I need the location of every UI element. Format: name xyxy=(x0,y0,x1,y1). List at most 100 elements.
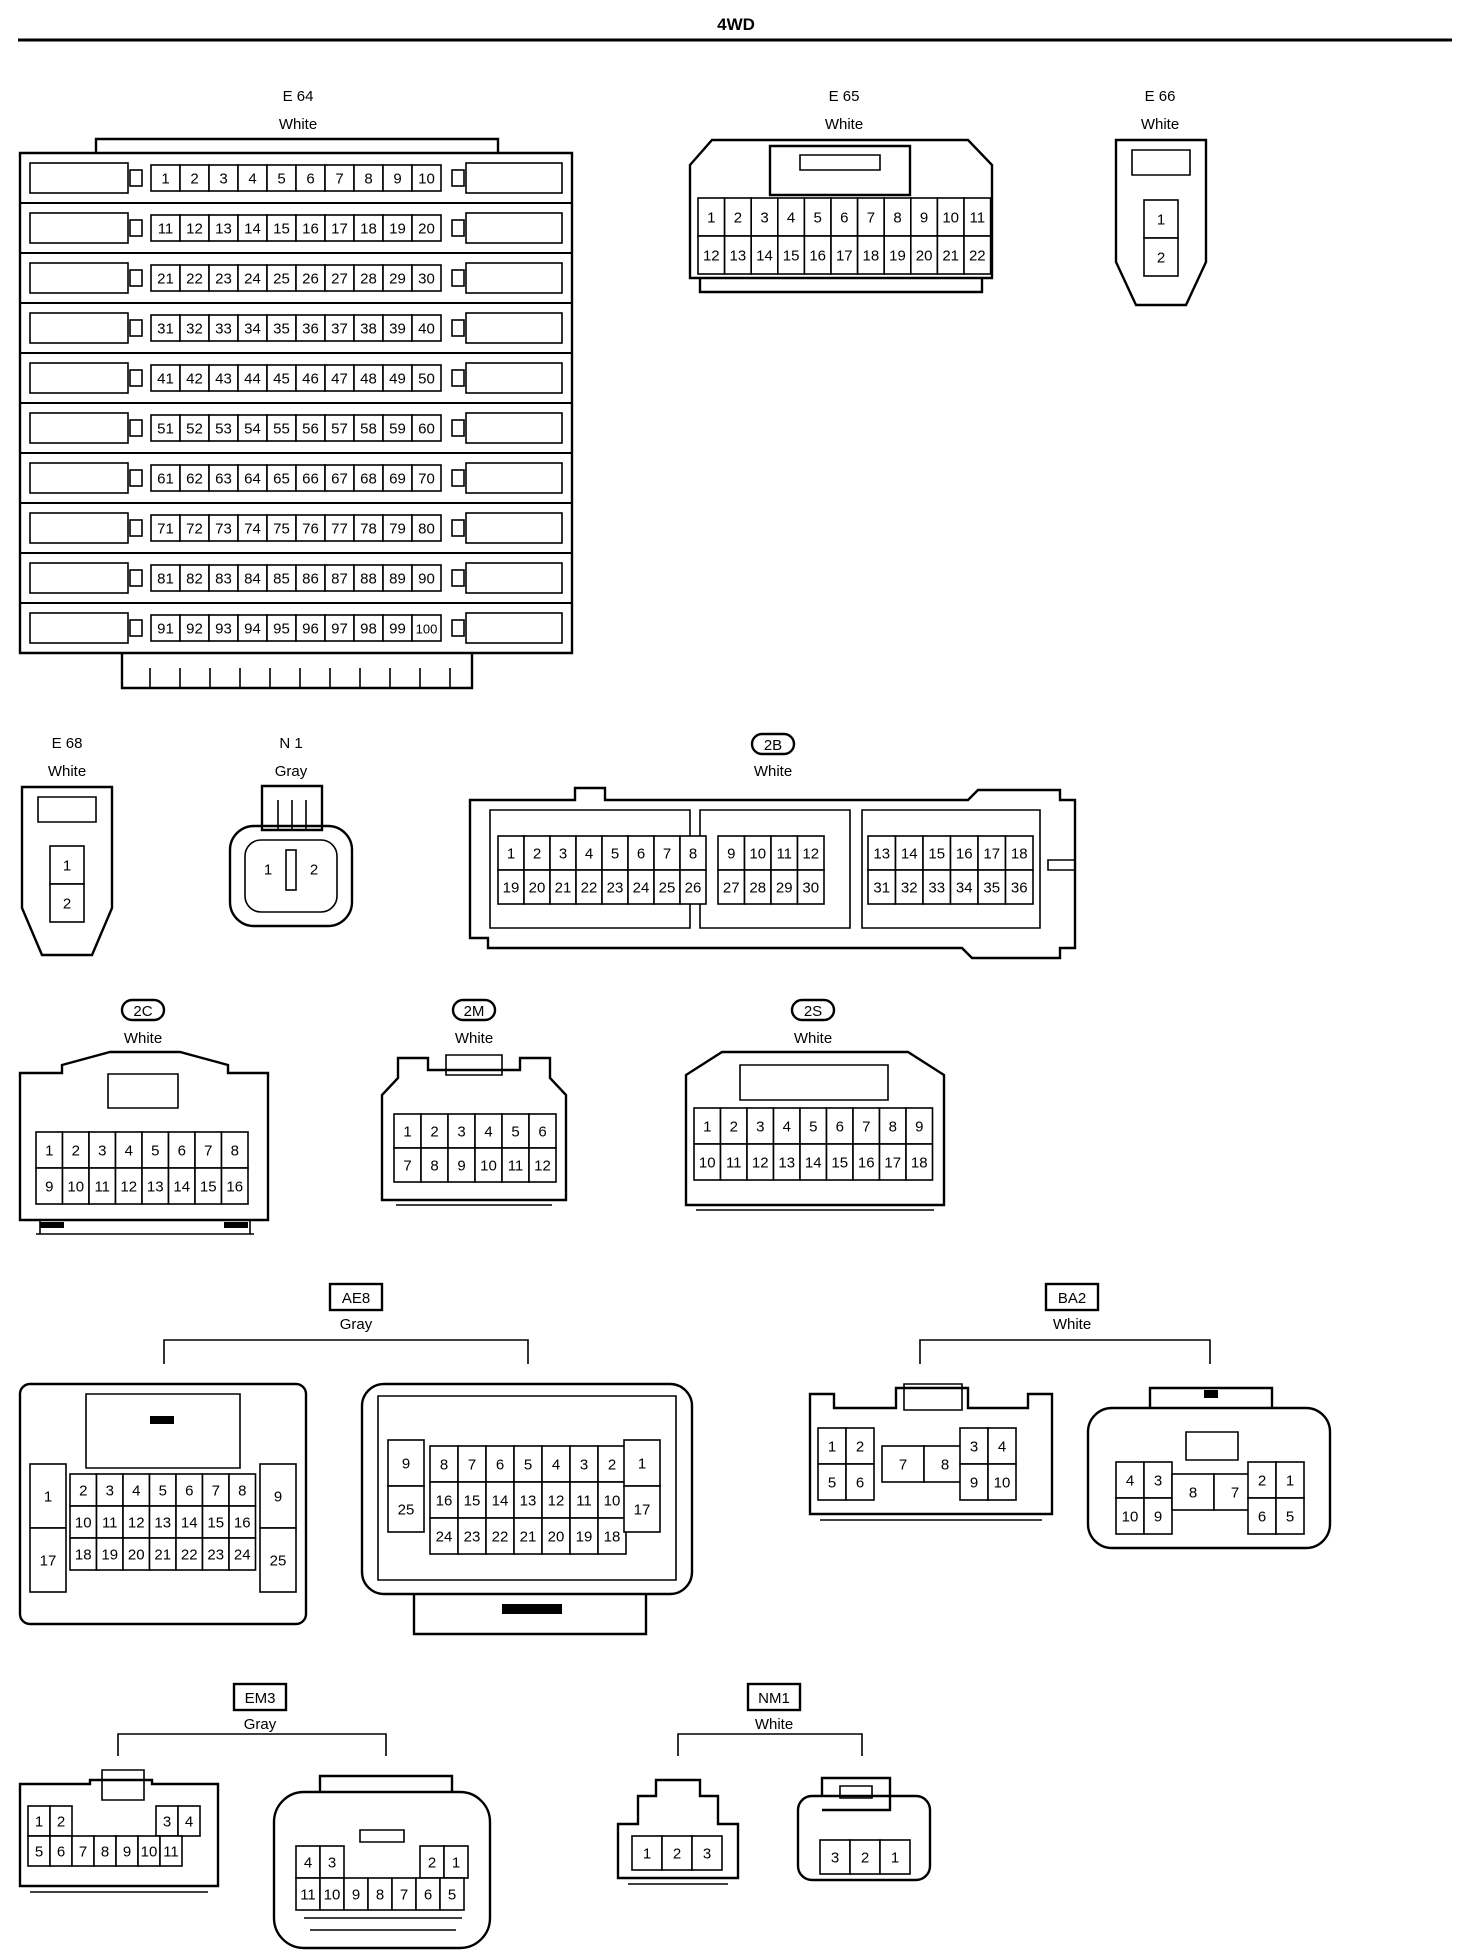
ae8r-pin-11: 11 xyxy=(576,1493,592,1510)
c2b-pin-3: 3 xyxy=(559,846,567,863)
ae8l-pin-1: 1 xyxy=(44,1489,52,1506)
ae8r-pin-2: 2 xyxy=(608,1457,616,1474)
ae8r-cavity xyxy=(485,1517,515,1555)
ba2l-pin-3: 3 xyxy=(970,1439,978,1456)
e64-cavity xyxy=(411,314,442,342)
nm1r-pin-1: 1 xyxy=(891,1850,899,1867)
n1-pin-1: 1 xyxy=(264,862,272,879)
2s-code-oval xyxy=(790,998,836,1022)
ba2r-cavity xyxy=(1171,1473,1215,1511)
e64-row-lock-r xyxy=(451,519,465,537)
e64-row-lock-l xyxy=(129,569,143,587)
e66-color: White xyxy=(1141,116,1179,133)
e64-cavity xyxy=(324,564,355,592)
ae8l-cavity xyxy=(29,1527,67,1593)
c2s-pin-14: 14 xyxy=(805,1155,822,1172)
nm1r-cavity xyxy=(849,1839,881,1875)
ae8l-pin-10: 10 xyxy=(75,1515,92,1532)
em3l-pin-11: 11 xyxy=(163,1844,179,1861)
c2b-cavity xyxy=(523,835,551,871)
e68-color: White xyxy=(48,763,86,780)
c2b-pin-28: 28 xyxy=(749,880,766,897)
c2s-pin-16: 16 xyxy=(858,1155,875,1172)
ae8r-pin-13: 13 xyxy=(520,1493,537,1510)
c2m-cavity xyxy=(528,1147,557,1183)
e64-cavity xyxy=(266,164,297,192)
ae8r-pin-17: 17 xyxy=(634,1502,651,1519)
em3r-cavity xyxy=(439,1877,465,1911)
2m-code: 2M xyxy=(464,1003,485,1020)
e64-pin-51: 51 xyxy=(157,421,174,438)
em3r-pin-4: 4 xyxy=(304,1855,312,1872)
e64-pin-41: 41 xyxy=(157,371,174,388)
e64-pin-20: 20 xyxy=(418,221,435,238)
ba2r-pin-9: 9 xyxy=(1154,1509,1162,1526)
e65-pin-11: 11 xyxy=(970,210,986,227)
ae8l-cavity xyxy=(228,1473,257,1507)
e64-row-lock-r xyxy=(451,619,465,637)
c2b-pin-20: 20 xyxy=(529,880,546,897)
e64-pin-22: 22 xyxy=(186,271,203,288)
e65-cavity xyxy=(723,235,752,275)
em3-left-housing xyxy=(18,1778,220,1888)
e64-pin-84: 84 xyxy=(244,571,261,588)
e65-pin-10: 10 xyxy=(942,210,959,227)
2c-code-oval xyxy=(120,998,166,1022)
e64-cavity xyxy=(179,514,210,542)
c2m-pin-9: 9 xyxy=(457,1158,465,1175)
e64-cavity xyxy=(411,414,442,442)
e64-top-rib xyxy=(94,137,500,153)
ae8r-pin-20: 20 xyxy=(548,1529,565,1546)
e64-pin-35: 35 xyxy=(273,321,290,338)
c2b-cavity xyxy=(922,835,952,871)
c2b-pin-23: 23 xyxy=(607,880,624,897)
e65-pin-17: 17 xyxy=(836,248,853,265)
e68-pin-2: 2 xyxy=(63,896,71,913)
c2m-pin-4: 4 xyxy=(484,1124,492,1141)
c2b-pin-12: 12 xyxy=(802,846,819,863)
e64-pin-31: 31 xyxy=(157,321,174,338)
em3r-cavity xyxy=(343,1877,369,1911)
e64-cavity xyxy=(411,164,442,192)
e65-cavity xyxy=(803,235,832,275)
c2b-pin-4: 4 xyxy=(585,846,593,863)
e68-cavity xyxy=(49,883,85,923)
e64-cavity xyxy=(150,314,181,342)
c2c-pin-11: 11 xyxy=(94,1179,110,1196)
e64-pin-30: 30 xyxy=(418,271,435,288)
e64-pin-86: 86 xyxy=(302,571,319,588)
c2s-cavity xyxy=(799,1143,828,1181)
ae8r-cavity xyxy=(485,1481,515,1519)
2m-latch xyxy=(445,1054,503,1076)
c2b-pin-27: 27 xyxy=(723,880,740,897)
2s-code: 2S xyxy=(804,1003,822,1020)
ae8l-pin-25: 25 xyxy=(270,1553,287,1570)
ae8l-pin-19: 19 xyxy=(101,1547,118,1564)
e64-cavity xyxy=(150,614,181,642)
2m-housing xyxy=(380,1056,568,1202)
ba2-code-box xyxy=(1044,1282,1100,1312)
ae8-right-face xyxy=(377,1395,677,1581)
e65-pin-15: 15 xyxy=(783,248,800,265)
ae8l-pin-11: 11 xyxy=(102,1515,118,1532)
nm1r-cavity xyxy=(879,1839,911,1875)
ba2r-cavity xyxy=(1143,1497,1173,1535)
ba2l-pin-8: 8 xyxy=(941,1457,949,1474)
e64-pin-89: 89 xyxy=(389,571,406,588)
e65-latch-slot xyxy=(799,154,881,171)
em3l-pin-3: 3 xyxy=(163,1814,171,1831)
c2b-cavity xyxy=(770,835,799,871)
e66-latch xyxy=(1131,149,1191,176)
e65-pin-1: 1 xyxy=(707,210,715,227)
e64-cavity xyxy=(208,414,239,442)
e64-housing xyxy=(18,151,574,655)
e64-cavity xyxy=(353,414,384,442)
n1-face xyxy=(244,839,338,913)
e65-pin-19: 19 xyxy=(889,248,906,265)
